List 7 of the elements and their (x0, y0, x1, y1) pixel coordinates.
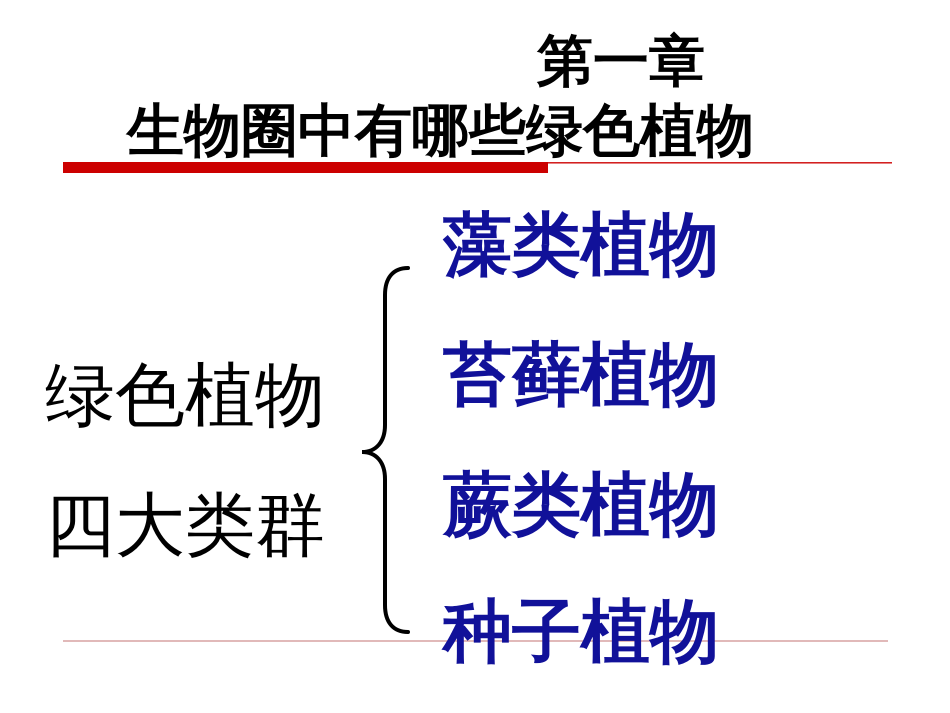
plant-group-label: 蕨类植物 (443, 471, 719, 540)
chapter-heading: 第一章 (537, 34, 705, 90)
plant-group-label: 苔藓植物 (443, 341, 719, 410)
slide-title: 生物圈中有哪些绿色植物 (127, 103, 754, 160)
plant-group-label: 种子植物 (443, 598, 719, 667)
group-heading: 绿色植物四大类群 (45, 355, 326, 566)
plant-group-label: 藻类植物 (443, 211, 719, 280)
